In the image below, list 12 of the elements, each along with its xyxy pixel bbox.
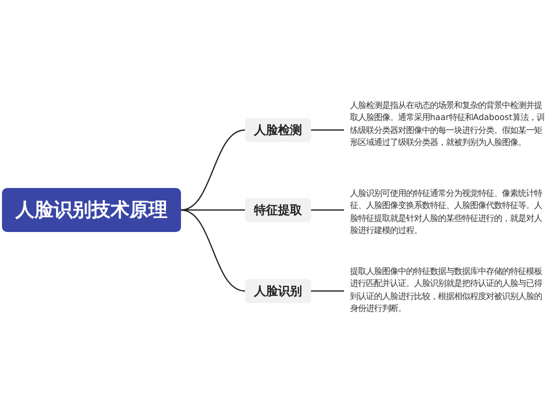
description-text: 提取人脸图像中的特征数据与数据库中存储的特征模板进行匹配并认证。人脸识别就是把待认证的人脸与已得到认证的人脸进行比较，根据相似程度对被识别人脸的身份进行判断。 <box>350 265 547 315</box>
connector-line <box>311 129 344 131</box>
connector-line <box>180 209 246 292</box>
topic-box: 人脸检测 <box>245 118 311 142</box>
description-text: 人脸检测是指从在动态的场景和复杂的背景中检测并提取人脸图像。通常采用haar特征和Adaboost算法，训练级联分类器对图像中的每一块进行分类。假如某一矩形区域通过了级联分类器，就被判别为人脸图像。 <box>350 99 547 161</box>
description-text: 人脸识别可使用的特征通常分为视觉特征、像素统计特征、人脸图像变换系数特征、人脸图像代数特征等。人脸特征提取就是针对人脸的某些特征进行的，就是对人脸进行建模的过程。 <box>350 187 547 237</box>
topic-box: 特征提取 <box>245 198 311 222</box>
connector-line <box>311 209 344 211</box>
connector-line <box>180 129 246 211</box>
title-box: 人脸识别技术原理 <box>2 188 181 232</box>
topic-box: 人脸识别 <box>245 279 311 303</box>
connector-line <box>311 290 344 292</box>
